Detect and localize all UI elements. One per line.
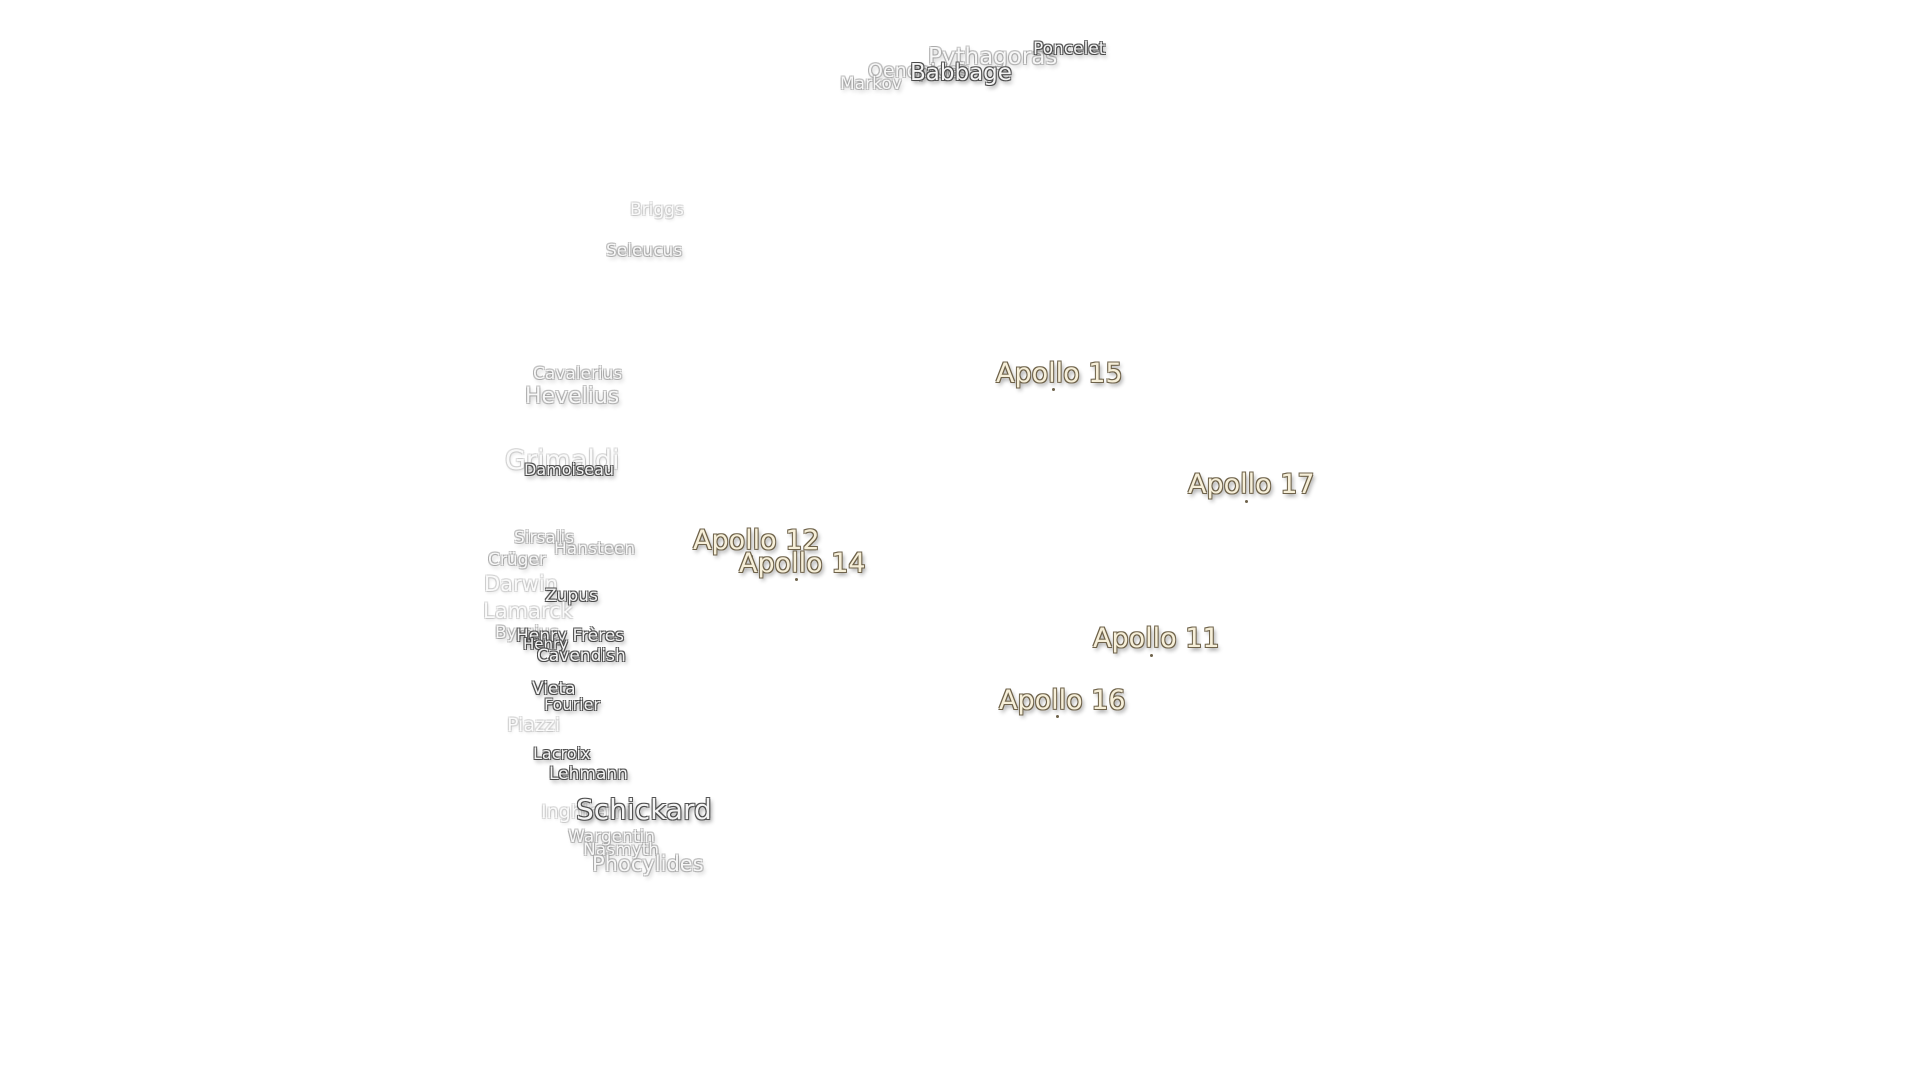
crater-label-nasmyth[interactable]: Nasmyth: [583, 840, 660, 860]
crater-label-sirsalis[interactable]: Sirsalis: [514, 528, 575, 548]
crater-label-cruger[interactable]: Crüger: [488, 550, 546, 570]
crater-label-lamarck[interactable]: Lamarck: [483, 599, 573, 623]
crater-label-darwin[interactable]: Darwin: [484, 572, 558, 596]
crater-label-vieta[interactable]: Vieta: [532, 679, 576, 699]
crater-label-briggs[interactable]: Briggs: [630, 200, 684, 220]
crater-label-schickard[interactable]: Schickard: [576, 793, 712, 826]
landing-site-marker-apollo-16[interactable]: [1056, 715, 1059, 718]
crater-label-damoiseau[interactable]: Damoiseau: [524, 460, 615, 479]
crater-label-seleucus[interactable]: Seleucus: [606, 241, 683, 261]
crater-label-henry[interactable]: Henry: [523, 635, 569, 653]
crater-label-lacroix[interactable]: Lacroix: [533, 744, 591, 763]
crater-label-wargentin[interactable]: Wargentin: [568, 827, 656, 847]
crater-label-fourier[interactable]: Fourier: [544, 695, 601, 714]
crater-label-piazzi[interactable]: Piazzi: [507, 714, 561, 736]
crater-label-lehmann[interactable]: Lehmann: [549, 764, 628, 784]
crater-label-hansteen[interactable]: Hansteen: [554, 539, 636, 559]
crater-label-henry-freres[interactable]: Henry Frères: [516, 626, 625, 646]
crater-label-markov[interactable]: Markov: [840, 74, 902, 94]
landing-site-label-apollo-16[interactable]: Apollo 16: [999, 685, 1126, 716]
landing-site-label-apollo-17[interactable]: Apollo 17: [1188, 469, 1315, 500]
landing-site-marker-apollo-17[interactable]: [1245, 500, 1248, 503]
crater-label-zupus[interactable]: Zupus: [545, 586, 598, 606]
crater-label-oenopides[interactable]: Oenopides: [868, 60, 970, 82]
landing-site-marker-apollo-15[interactable]: [1052, 388, 1055, 391]
crater-label-byrgius[interactable]: Byrgius: [495, 623, 559, 643]
landing-site-marker-apollo-14[interactable]: [795, 578, 798, 581]
crater-label-inghirami[interactable]: Inghirami: [541, 801, 632, 823]
landing-site-marker-apollo-12[interactable]: [750, 555, 753, 558]
crater-label-poncelet[interactable]: Poncelet: [1033, 39, 1106, 59]
landing-site-marker-apollo-11[interactable]: [1150, 654, 1153, 657]
landing-site-label-apollo-14[interactable]: Apollo 14: [739, 548, 866, 579]
landing-site-label-apollo-15[interactable]: Apollo 15: [996, 358, 1123, 389]
crater-label-hevelius[interactable]: Hevelius: [525, 384, 620, 409]
crater-label-pythagoras[interactable]: Pythagoras: [928, 44, 1058, 70]
crater-label-babbage[interactable]: Babbage: [910, 60, 1012, 86]
crater-label-phocylides[interactable]: Phocylides: [592, 852, 704, 876]
crater-label-cavalerius[interactable]: Cavalerius: [533, 364, 623, 384]
crater-label-grimaldi[interactable]: Grimaldi: [505, 445, 620, 476]
landing-site-label-apollo-11[interactable]: Apollo 11: [1093, 623, 1220, 654]
landing-site-label-apollo-12[interactable]: Apollo 12: [693, 525, 820, 556]
crater-label-cavendish[interactable]: Cavendish: [537, 646, 626, 666]
